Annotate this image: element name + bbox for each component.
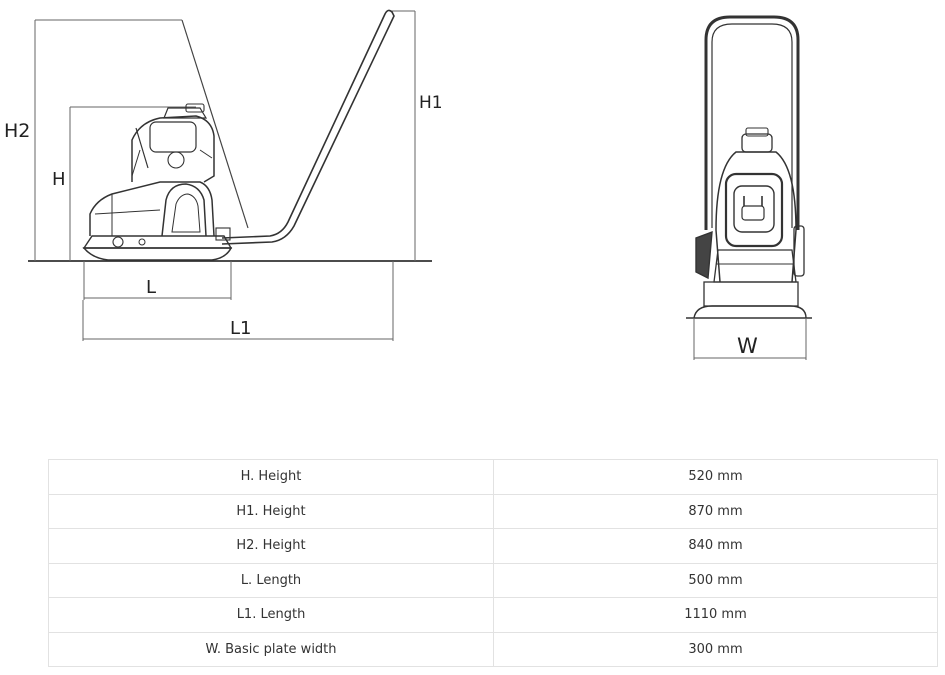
base-plate	[82, 247, 233, 261]
label-h1: H1	[419, 93, 443, 113]
label-l1: L1	[230, 318, 251, 339]
spec-value: 840 mm	[493, 528, 938, 564]
engine-housing	[89, 181, 215, 237]
spec-name: L. Length	[48, 562, 494, 598]
front-plate	[693, 305, 807, 319]
spec-value: 1110 mm	[493, 597, 938, 633]
spec-name: W. Basic plate width	[48, 631, 494, 667]
label-w: W	[737, 334, 758, 358]
side-view	[28, 9, 432, 341]
center-cover	[724, 172, 784, 248]
table-row: W. Basic plate width 300 mm	[48, 631, 938, 667]
table-row: H1. Height 870 mm	[48, 493, 938, 529]
technical-drawing: H2 H H1 L L1 W	[4, 9, 812, 360]
spec-table: H. Height 520 mm H1. Height 870 mm H2. H…	[48, 459, 938, 667]
front-view	[686, 15, 812, 360]
spec-value: 500 mm	[493, 562, 938, 598]
engine	[131, 115, 215, 183]
spec-value: 870 mm	[493, 493, 938, 529]
table-row: H2. Height 840 mm	[48, 528, 938, 564]
handle	[221, 9, 395, 245]
label-h2: H2	[4, 120, 30, 142]
spec-name: H. Height	[48, 459, 494, 495]
front-handle	[704, 15, 800, 230]
label-h: H	[52, 169, 66, 190]
spec-name: H2. Height	[48, 528, 494, 564]
table-row: H. Height 520 mm	[48, 459, 938, 495]
label-l: L	[146, 277, 156, 298]
spec-name: H1. Height	[48, 493, 494, 529]
spec-name: L1. Length	[48, 597, 494, 633]
spec-value: 300 mm	[493, 631, 938, 667]
table-row: L1. Length 1110 mm	[48, 597, 938, 633]
table-row: L. Length 500 mm	[48, 562, 938, 598]
spec-value: 520 mm	[493, 459, 938, 495]
